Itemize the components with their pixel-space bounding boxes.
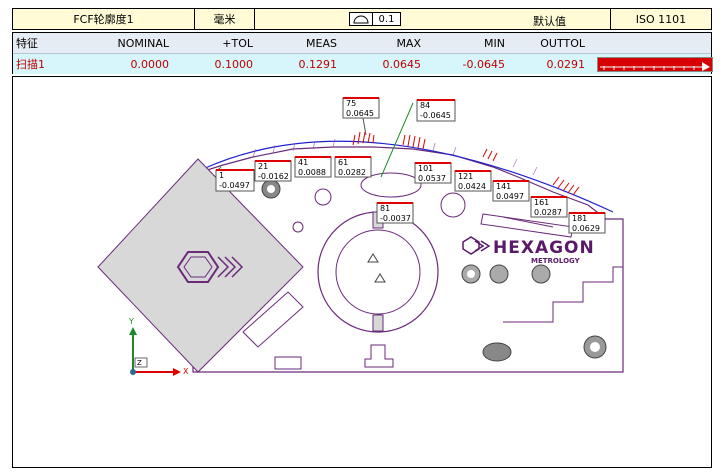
hole-small bbox=[292, 221, 304, 233]
diamond-feature bbox=[97, 158, 304, 373]
col-meas: MEAS bbox=[306, 36, 337, 50]
col-feature: 特征 bbox=[16, 37, 38, 50]
cell-meas: 0.1291 bbox=[298, 57, 338, 71]
datum-label: 默认值 bbox=[533, 15, 566, 28]
axis-triad: Z X Y bbox=[128, 317, 189, 376]
callout-21: 21-0.0162 bbox=[254, 160, 292, 182]
hexagon-logo: HEXAGON METROLOGY bbox=[462, 236, 595, 265]
svg-text:-0.0037: -0.0037 bbox=[380, 214, 411, 223]
cell-nominal: 0.0000 bbox=[130, 57, 170, 71]
svg-text:84: 84 bbox=[420, 101, 430, 110]
subbrand-text: METROLOGY bbox=[531, 257, 581, 265]
profile-of-surface-icon bbox=[350, 13, 373, 25]
svg-text:-0.0497: -0.0497 bbox=[219, 181, 250, 190]
results-table: 特征 NOMINAL +TOL MEAS MAX MIN OUTTOL 扫描1 … bbox=[12, 32, 713, 74]
callouts: 1-0.0497 21-0.0162 410.0088 610.0282 750… bbox=[215, 97, 606, 234]
svg-text:81: 81 bbox=[380, 204, 390, 213]
callout-41: 410.0088 bbox=[294, 156, 332, 178]
part-drawing: HEXAGON METROLOGY Z X Y bbox=[97, 97, 624, 376]
tab-slot bbox=[480, 213, 574, 238]
svg-text:-0.0162: -0.0162 bbox=[258, 172, 289, 181]
step-cutout bbox=[503, 266, 623, 323]
deviation-whiskers-neg bbox=[252, 138, 538, 176]
callout-84: 84-0.0645 bbox=[380, 99, 456, 178]
fcf-tolerance-frame[interactable]: 0.1 默认值 bbox=[255, 9, 611, 29]
svg-text:0.0497: 0.0497 bbox=[496, 192, 524, 201]
svg-text:1: 1 bbox=[219, 171, 224, 180]
cell-max: 0.0645 bbox=[382, 57, 422, 71]
axis-y-label: Y bbox=[128, 317, 134, 326]
svg-text:101: 101 bbox=[418, 164, 433, 173]
col-nominal: NOMINAL bbox=[117, 36, 169, 50]
callout-75: 750.0645 bbox=[342, 97, 380, 136]
svg-text:0.0287: 0.0287 bbox=[534, 208, 562, 217]
table-header-row: 特征 NOMINAL +TOL MEAS MAX MIN OUTTOL bbox=[13, 33, 711, 54]
part-outline bbox=[192, 146, 624, 373]
svg-text:75: 75 bbox=[346, 99, 356, 108]
slot-oval bbox=[360, 172, 422, 198]
svg-text:0.0645: 0.0645 bbox=[346, 109, 374, 118]
svg-text:0.0088: 0.0088 bbox=[298, 168, 326, 177]
axis-z-label: Z bbox=[137, 359, 142, 367]
profile-tolerance-box[interactable]: 0.1 bbox=[349, 12, 401, 26]
cell-feature: 扫描1 bbox=[16, 58, 45, 71]
cell-graph bbox=[591, 56, 713, 72]
oval-pad bbox=[482, 342, 512, 362]
tolerance-value: 0.1 bbox=[378, 13, 395, 25]
col-tol: +TOL bbox=[222, 36, 253, 50]
hole-r3 bbox=[531, 264, 551, 284]
svg-text:0.0537: 0.0537 bbox=[418, 174, 446, 183]
col-outtol: OUTTOL bbox=[540, 36, 585, 50]
t-slot bbox=[364, 344, 394, 368]
svg-text:181: 181 bbox=[572, 214, 587, 223]
deviation-whiskers bbox=[352, 131, 580, 196]
svg-text:-0.0645: -0.0645 bbox=[420, 111, 451, 120]
cell-min: -0.0645 bbox=[462, 57, 505, 71]
axis-x-label: X bbox=[183, 367, 189, 376]
svg-text:21: 21 bbox=[258, 162, 268, 171]
svg-text:121: 121 bbox=[458, 172, 473, 181]
standard-label[interactable]: ISO 1101 bbox=[635, 12, 687, 26]
brand-text: HEXAGON bbox=[493, 238, 595, 258]
graphics-viewport[interactable]: HEXAGON METROLOGY Z X Y bbox=[12, 76, 712, 468]
central-bore-inner bbox=[335, 229, 421, 315]
table-row[interactable]: 扫描1 0.0000 0.1000 0.1291 0.0645 -0.0645 … bbox=[13, 54, 713, 74]
hole-r2 bbox=[489, 264, 509, 284]
svg-text:0.0282: 0.0282 bbox=[338, 168, 366, 177]
svg-text:0.0424: 0.0424 bbox=[458, 182, 486, 191]
callout-61: 610.0282 bbox=[334, 156, 372, 178]
deviation-bar bbox=[597, 56, 713, 72]
bottom-slot bbox=[274, 356, 302, 370]
fcf-header: FCF轮廓度1 毫米 0.1 默认值 ISO 1101 bbox=[12, 8, 712, 30]
hole-right bbox=[440, 192, 466, 218]
fcf-feature-name[interactable]: FCF轮廓度1 bbox=[13, 9, 195, 29]
svg-text:141: 141 bbox=[496, 182, 511, 191]
fcf-units[interactable]: 毫米 bbox=[195, 9, 255, 29]
col-min: MIN bbox=[484, 36, 505, 50]
col-max: MAX bbox=[396, 36, 421, 50]
angled-slot bbox=[242, 291, 304, 348]
svg-text:0.0629: 0.0629 bbox=[572, 224, 600, 233]
callout-1: 1-0.0497 bbox=[215, 166, 255, 192]
svg-text:61: 61 bbox=[338, 158, 348, 167]
callout-81: 81-0.0037 bbox=[376, 202, 414, 224]
nominal-arc bbox=[202, 140, 614, 213]
svg-text:41: 41 bbox=[298, 158, 308, 167]
svg-text:161: 161 bbox=[534, 198, 549, 207]
cell-tol: 0.1000 bbox=[214, 57, 254, 71]
cell-outtol: 0.0291 bbox=[546, 57, 586, 71]
hole-mid bbox=[314, 188, 332, 206]
